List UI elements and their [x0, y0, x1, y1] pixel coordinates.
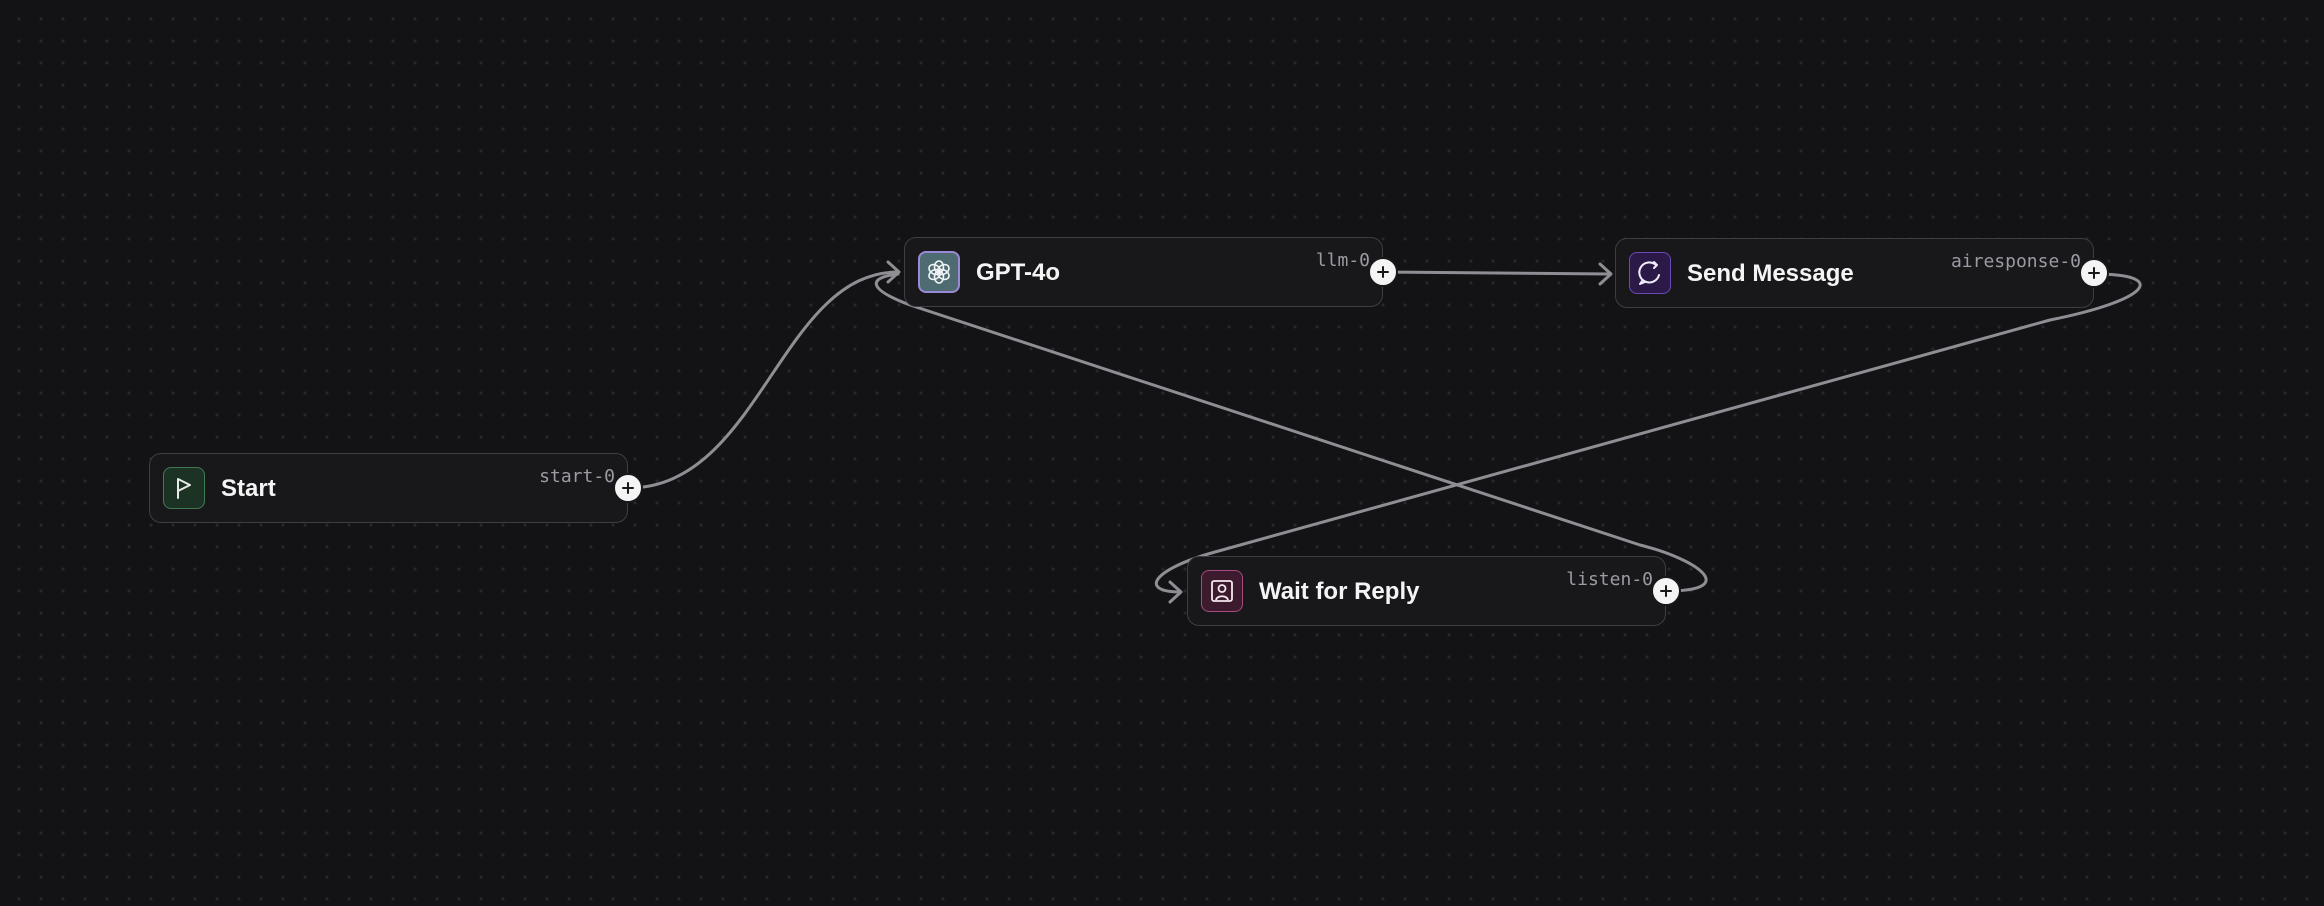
openai-icon — [918, 251, 960, 293]
add-connection-button[interactable] — [1368, 257, 1398, 287]
node-handle-id: start-0 — [539, 466, 615, 487]
add-connection-button[interactable] — [1651, 576, 1681, 606]
edge-arrow-icon — [1598, 262, 1613, 286]
edge-wait-to-gpt[interactable] — [874, 272, 1708, 593]
node-title: Send Message — [1687, 260, 1854, 287]
start-node[interactable]: Start start-0 — [149, 453, 643, 523]
edge-arrow-icon — [886, 260, 901, 284]
user-square-icon — [1201, 570, 1243, 612]
plus-icon — [622, 482, 634, 494]
edge-arrow-icon — [1168, 580, 1183, 604]
wait-for-reply-node[interactable]: Wait for Reply listen-0 — [1187, 556, 1681, 626]
add-connection-button[interactable] — [613, 473, 643, 503]
node-title: Wait for Reply — [1259, 578, 1420, 605]
edge-gpt-to-send[interactable] — [1381, 270, 1612, 276]
send-message-node[interactable]: Send Message airesponse-0 — [1615, 238, 2109, 308]
flag-icon — [163, 467, 205, 509]
edge-start-to-gpt[interactable] — [626, 270, 900, 490]
add-connection-button[interactable] — [2079, 258, 2109, 288]
plus-icon — [2088, 267, 2100, 279]
plus-icon — [1377, 266, 1389, 278]
node-handle-id: listen-0 — [1566, 569, 1653, 590]
node-title: GPT-4o — [976, 259, 1061, 286]
node-title: Start — [221, 475, 276, 502]
node-handle-id: airesponse-0 — [1950, 251, 2081, 272]
node-handle-id: llm-0 — [1315, 250, 1370, 271]
gpt-node[interactable]: GPT-4o llm-0 — [904, 237, 1398, 307]
edge-send-to-wait[interactable] — [1154, 272, 2142, 594]
plus-icon — [1660, 585, 1672, 597]
chat-bubble-refresh-icon — [1629, 252, 1671, 294]
